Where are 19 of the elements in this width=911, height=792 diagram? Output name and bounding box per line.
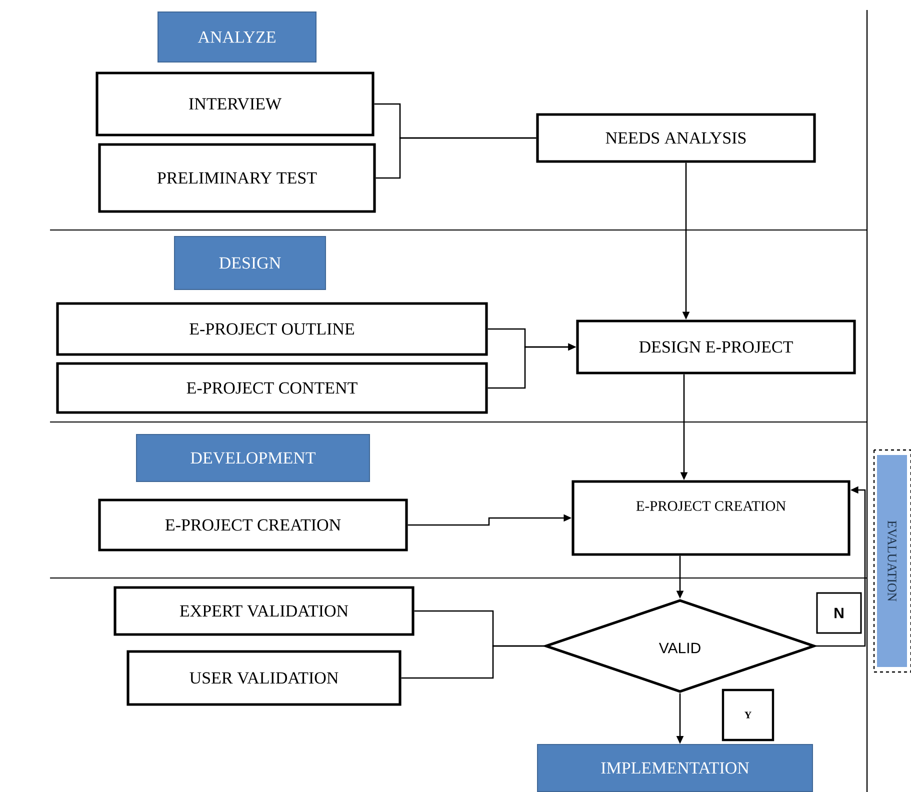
process-box: USER VALIDATION <box>126 650 402 706</box>
evaluation-box: EVALUATION <box>873 449 911 673</box>
process-box: E-PROJECT CREATION <box>98 498 408 552</box>
phase-label: DEVELOPMENT <box>136 434 370 482</box>
process-box: NEEDS ANALYSIS <box>536 113 816 163</box>
phase-label: ANALYZE <box>158 12 316 62</box>
answer-box: N <box>816 592 862 634</box>
process-box: E-PROJECT CONTENT <box>56 362 488 414</box>
process-box: EXPERT VALIDATION <box>114 586 414 636</box>
phase-label: IMPLEMENTATION <box>537 744 813 792</box>
process-box: E-PROJECT CREATION <box>572 480 850 556</box>
process-box: E-PROJECT OUTLINE <box>56 302 488 356</box>
connector-line <box>401 645 544 679</box>
process-box: DESIGN E-PROJECT <box>576 320 856 374</box>
process-box: PRELIMINARY TEST <box>98 143 376 213</box>
process-box: INTERVIEW <box>96 72 374 136</box>
phase-label: DESIGN <box>174 236 326 290</box>
answer-box: Y <box>722 688 774 742</box>
connector-line <box>376 137 536 179</box>
